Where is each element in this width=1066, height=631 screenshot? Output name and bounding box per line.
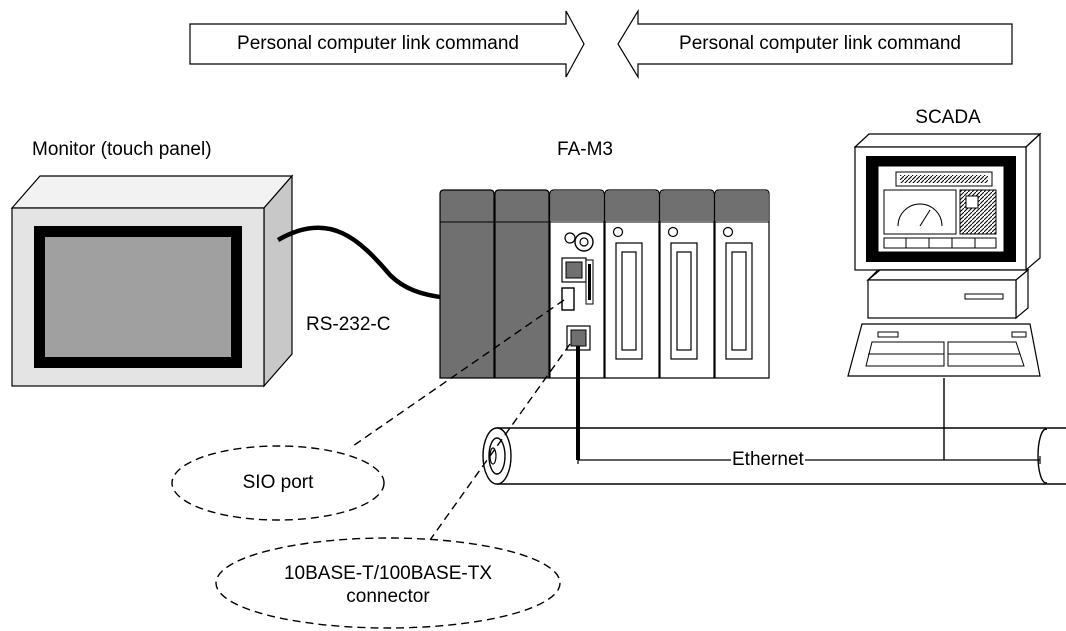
io-module (714, 189, 770, 379)
io-module (604, 189, 660, 379)
scada-label: SCADA (915, 107, 981, 128)
rs232c-label: RS-232-C (306, 314, 391, 335)
sio-port-callout (171, 299, 565, 521)
ethernet-connector-callout (215, 343, 571, 629)
ethernet-connector-label-line2: connector (346, 586, 430, 607)
touch-panel-monitor (10, 174, 294, 388)
right-command-label: Personal computer link command (679, 33, 961, 54)
scada-workstation (847, 132, 1042, 377)
right-command-arrow (617, 8, 1013, 80)
sio-port-label: SIO port (242, 472, 314, 493)
fa-m3-plc (439, 189, 770, 379)
ethernet-connector-label-line1: 10BASE-T/100BASE-TX (283, 563, 493, 584)
io-module (659, 189, 715, 379)
left-command-label: Personal computer link command (237, 33, 519, 54)
monitor-label: Monitor (touch panel) (32, 139, 212, 160)
plc-label: FA-M3 (557, 139, 613, 160)
ethernet-bus (482, 346, 1066, 485)
ethernet-label: Ethernet (731, 449, 805, 471)
left-command-arrow (189, 10, 585, 78)
sio-port (561, 287, 575, 311)
